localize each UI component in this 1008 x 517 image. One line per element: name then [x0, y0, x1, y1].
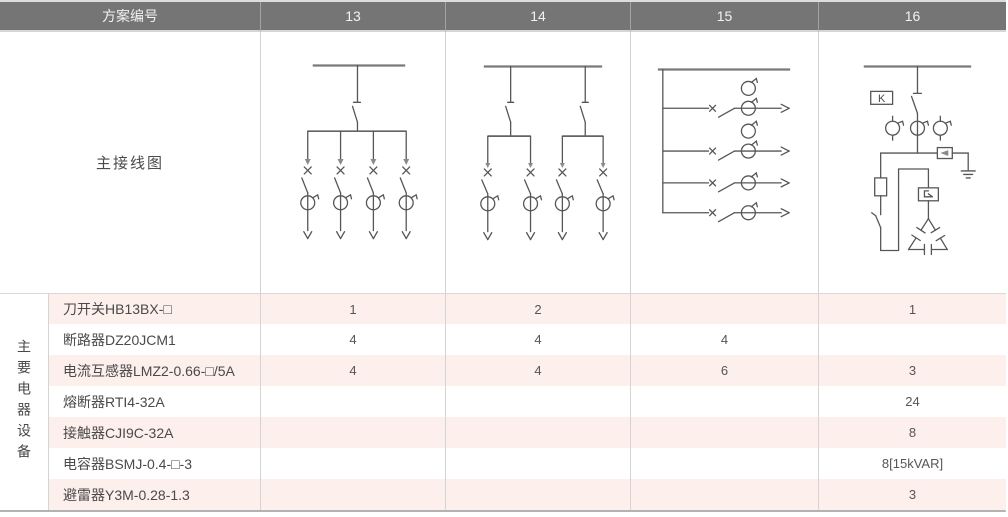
scheme-16-svg: K [863, 65, 976, 256]
capacitor-delta-bank [907, 218, 948, 256]
equipment-count [445, 479, 630, 510]
equipment-count [630, 448, 818, 479]
equipment-count [260, 479, 445, 510]
feeder-branch [662, 77, 790, 118]
equipment-count: 4 [445, 355, 630, 386]
feeder-branch [662, 201, 790, 223]
feeder-branch [662, 171, 790, 193]
equipment-count: 3 [818, 479, 1006, 510]
equipment-name: 接触器CJI9C-32A [48, 417, 260, 448]
wiring-diagram-scheme-15 [630, 32, 818, 293]
equipment-count: 4 [260, 324, 445, 355]
diagram-row-label: 主接线图 [95, 155, 164, 172]
header-scheme-13: 13 [260, 2, 445, 32]
equipment-count: 8[15kVAR] [818, 448, 1006, 479]
k-box: K [870, 90, 894, 105]
feeder-branch [554, 135, 574, 241]
equipment-count [260, 417, 445, 448]
equipment-name: 刀开关HB13BX-□ [48, 293, 260, 324]
feeder-branches [662, 77, 790, 223]
equipment-group-label-text: 主要电器设备 [16, 339, 32, 465]
equipment-count: 2 [445, 293, 630, 324]
feeder-branch [332, 130, 353, 240]
contactor-branch [897, 168, 940, 252]
wiring-diagram-scheme-16: K [818, 32, 1006, 293]
header-scheme-16: 16 [818, 2, 1006, 32]
scheme-14-svg [480, 65, 615, 241]
feeder-branches [300, 130, 418, 240]
feeder-branch [398, 130, 418, 240]
equipment-count [630, 386, 818, 417]
header-scheme-label: 方案编号 [0, 2, 260, 32]
header-scheme-15: 15 [630, 2, 818, 32]
feeder-branch [522, 135, 543, 241]
equipment-name: 断路器DZ20JCM1 [48, 324, 260, 355]
equipment-count: 4 [260, 355, 445, 386]
equipment-count [445, 448, 630, 479]
equipment-count [260, 386, 445, 417]
k-box-label: K [878, 93, 886, 105]
feeder-branch [595, 135, 615, 241]
feeder-branch [480, 135, 500, 241]
wiring-diagram-scheme-13 [260, 32, 445, 293]
equipment-count: 1 [818, 293, 1006, 324]
knife-switch [910, 65, 923, 154]
knife-switch [505, 65, 515, 137]
equipment-count [445, 386, 630, 417]
equipment-count: 4 [445, 324, 630, 355]
feeder-branches [480, 135, 615, 241]
equipment-count [818, 324, 1006, 355]
equipment-count [445, 417, 630, 448]
equipment-count [630, 417, 818, 448]
fuse-branch [871, 152, 899, 252]
equipment-name: 电流互感器LMZ2-0.66-□/5A [48, 355, 260, 386]
header-scheme-14: 14 [445, 2, 630, 32]
knife-switch [351, 64, 362, 132]
scheme-15-svg [657, 68, 791, 223]
equipment-count [260, 448, 445, 479]
current-transformers [884, 115, 952, 141]
equipment-name: 电容器BSMJ-0.4-□-3 [48, 448, 260, 479]
ground-icon [960, 152, 976, 179]
knife-switch [579, 65, 589, 137]
scheme-13-svg [300, 64, 418, 240]
feeder-branch [662, 120, 790, 161]
equipment-count: 1 [260, 293, 445, 324]
surge-arrester [936, 146, 969, 160]
wiring-diagram-scheme-14 [445, 32, 630, 293]
equipment-count: 3 [818, 355, 1006, 386]
equipment-count: 8 [818, 417, 1006, 448]
equipment-count: 6 [630, 355, 818, 386]
equipment-name: 熔断器RTI4-32A [48, 386, 260, 417]
equipment-group-label: 主要电器设备 [0, 293, 48, 510]
equipment-count [630, 479, 818, 510]
feeder-branch [300, 130, 320, 240]
equipment-count: 4 [630, 324, 818, 355]
equipment-name: 避雷器Y3M-0.28-1.3 [48, 479, 260, 510]
equipment-count: 24 [818, 386, 1006, 417]
feeder-branch [365, 130, 385, 240]
equipment-count [630, 293, 818, 324]
